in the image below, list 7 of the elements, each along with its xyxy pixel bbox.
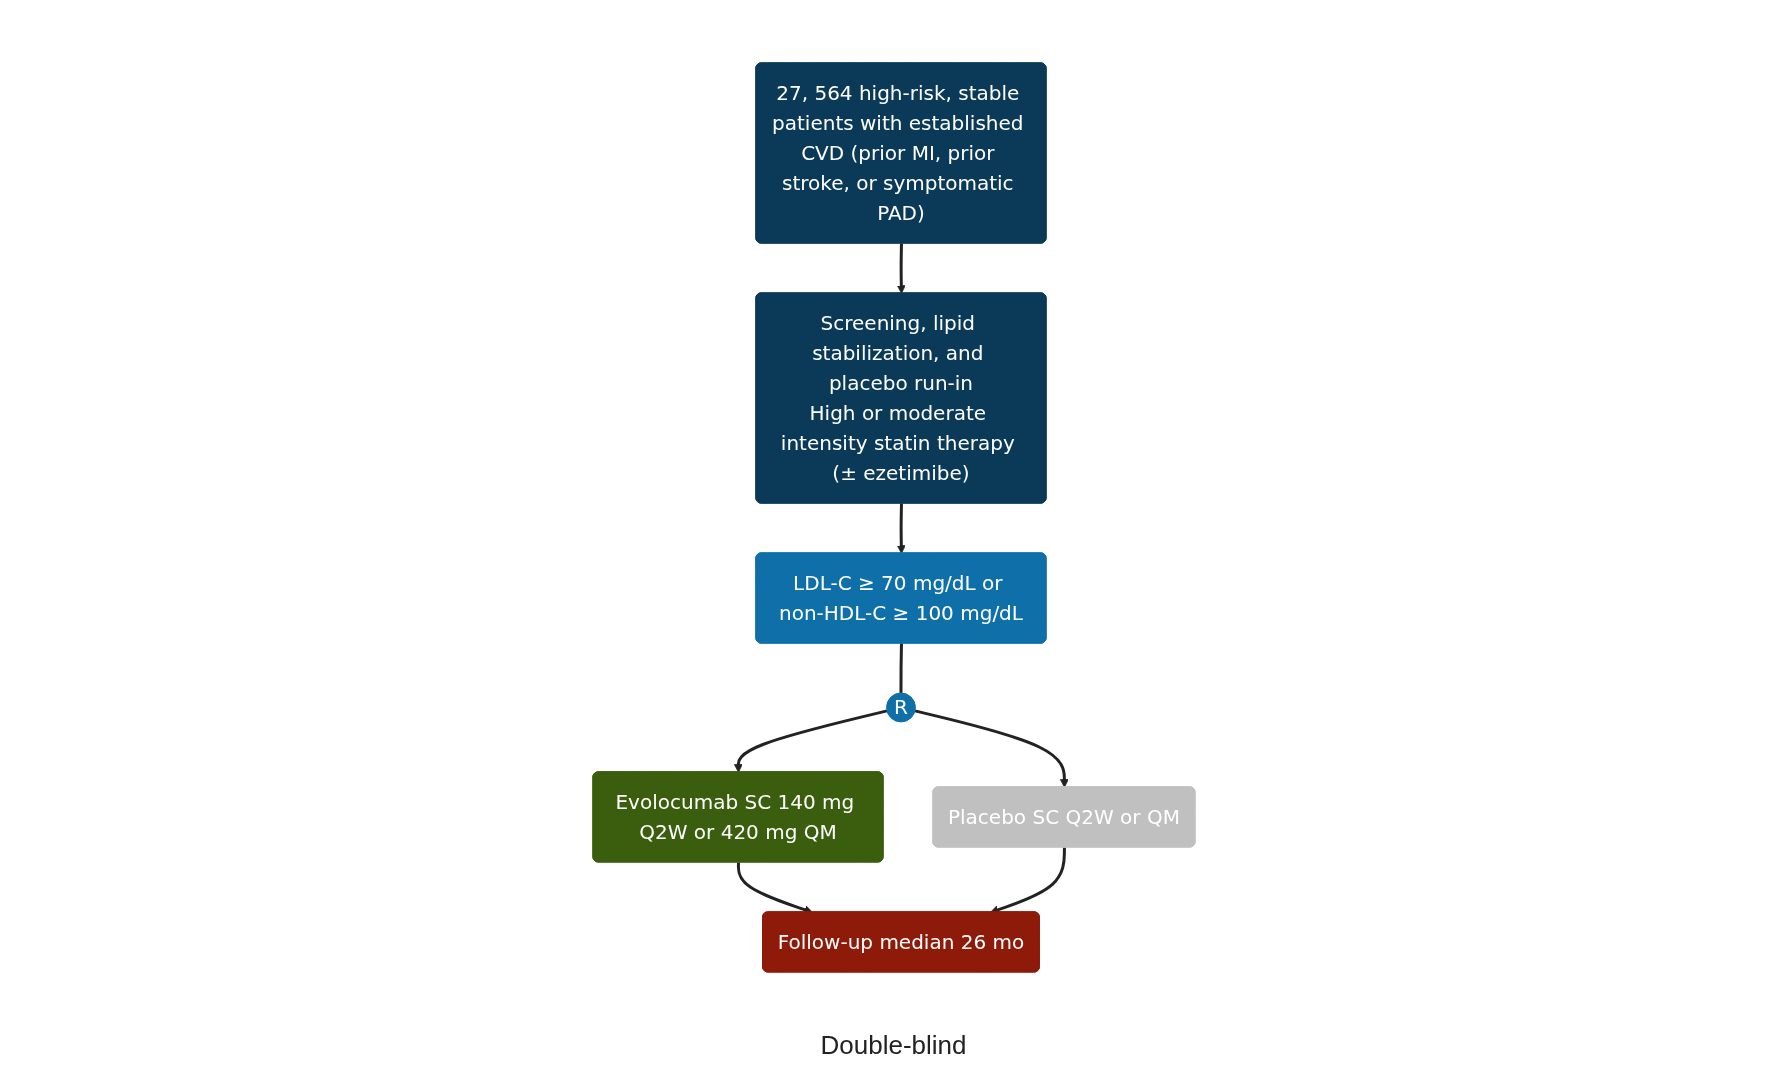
connector xyxy=(899,643,903,693)
arrow xyxy=(896,243,906,294)
node-circle: R xyxy=(885,692,916,722)
arrow xyxy=(733,708,887,773)
note-label: Double-blind xyxy=(820,1030,967,1061)
arrow xyxy=(914,708,1069,788)
arrow xyxy=(896,503,906,554)
